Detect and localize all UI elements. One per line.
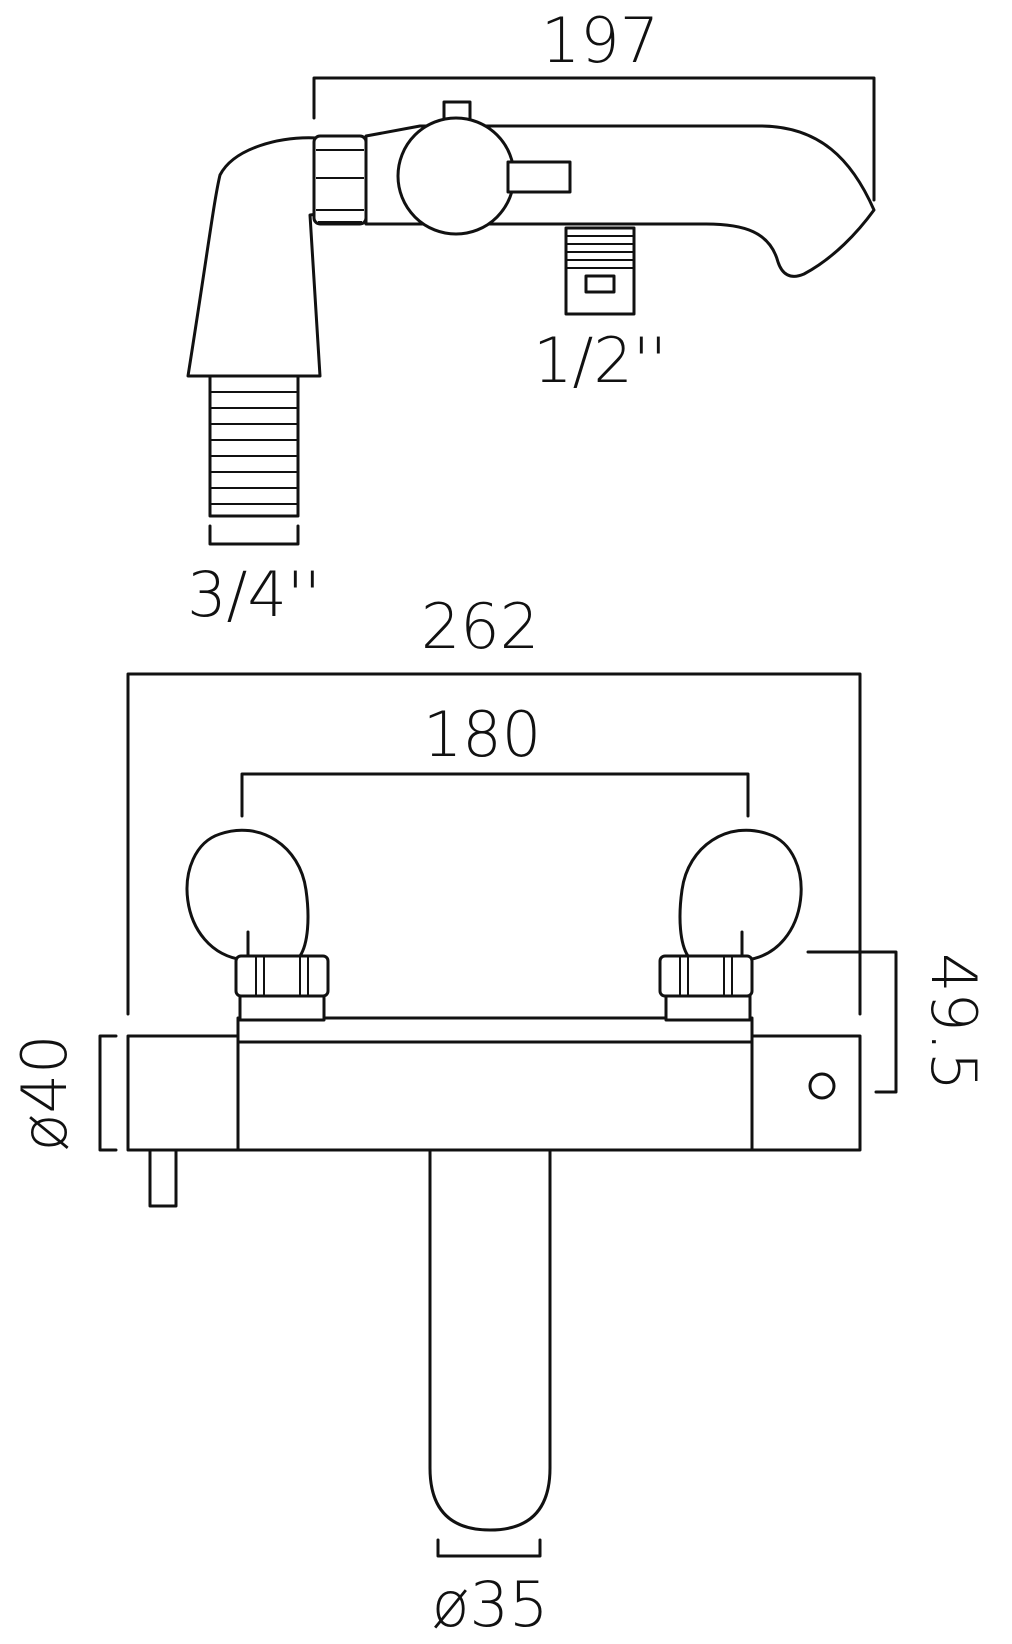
temperature-indicator (808, 1072, 836, 1100)
side-view: 197 1/2'' 3/4'' (186, 4, 876, 631)
dimension-label-half-inch: 1/2'' (533, 324, 667, 397)
hex-nut (312, 134, 368, 226)
diverter-pin (148, 1148, 178, 1208)
diverter-knob (396, 100, 572, 236)
elbow-leg (186, 136, 322, 378)
left-inlet-elbow (185, 828, 330, 1022)
dimension-diameter-35: ø35 (432, 1538, 549, 1641)
inlet-thread (208, 374, 300, 518)
dimension-197: 197 (312, 4, 876, 202)
dimension-label-three-quarter-inch: 3/4'' (187, 558, 321, 631)
dimension-label-180: 180 (423, 698, 541, 771)
dimension-label-49-5: 49.5 (917, 953, 990, 1091)
dimension-262: 262 (126, 590, 862, 1016)
dimension-label-197: 197 (541, 4, 659, 77)
outlet-thread (564, 226, 636, 316)
spout (428, 1138, 552, 1532)
dimension-diameter-40: ø40 (8, 1034, 118, 1152)
front-view: 262 180 (8, 590, 990, 1641)
dimension-bracket-3-4 (208, 524, 300, 546)
dimension-180: 180 (240, 698, 750, 818)
right-inlet-elbow (658, 828, 803, 1022)
main-body (126, 1016, 862, 1152)
dimension-49-5: 49.5 (806, 950, 990, 1094)
dimension-label-262: 262 (421, 590, 539, 663)
right-hex-nut (658, 954, 754, 998)
dimension-label-diameter-35: ø35 (432, 1568, 549, 1641)
dimension-label-diameter-40: ø40 (8, 1035, 81, 1152)
left-hex-nut (234, 954, 330, 998)
